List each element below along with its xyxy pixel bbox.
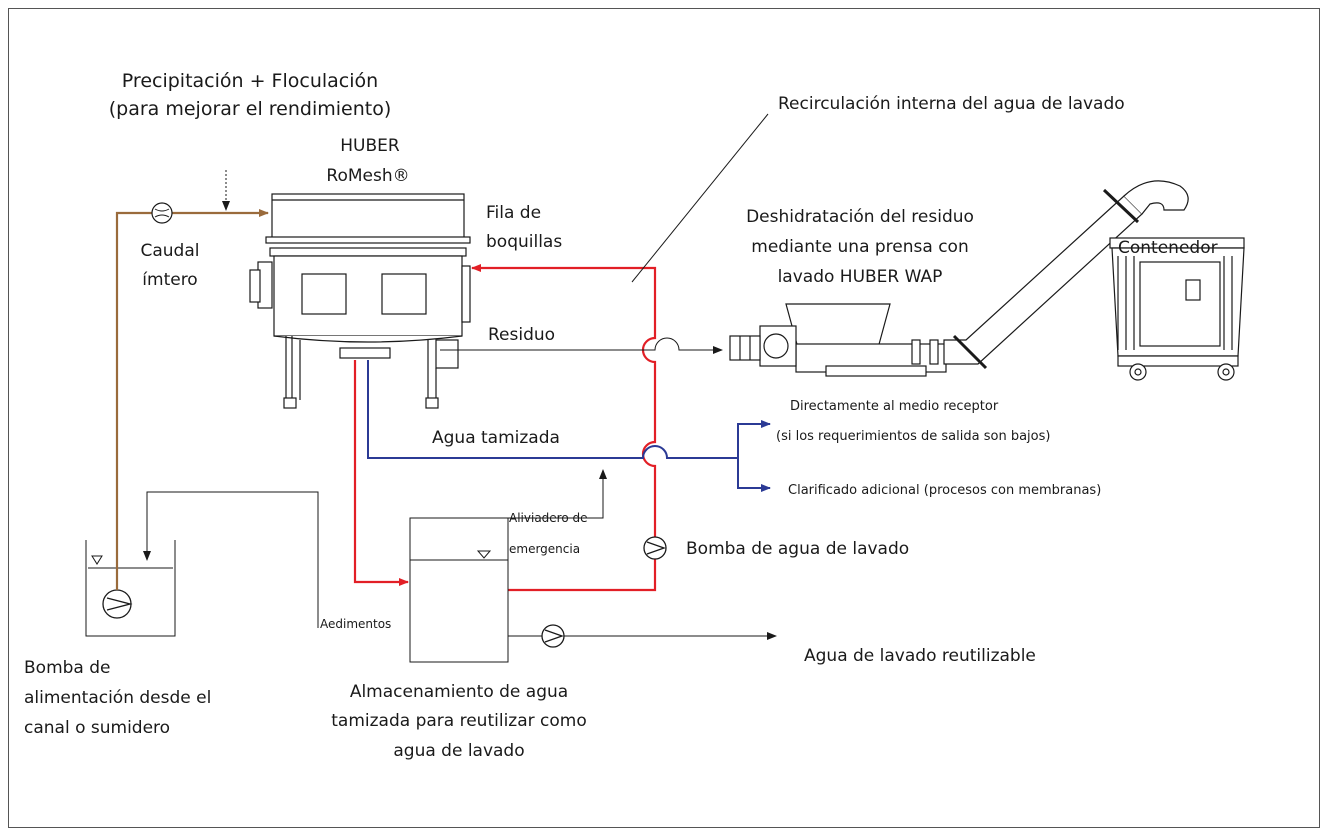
label-precipitation: Precipitación + Floculación bbox=[122, 70, 378, 92]
feed-sump bbox=[85, 540, 176, 637]
label-overflow-2: emergencia bbox=[509, 542, 580, 556]
label-clarified: Clarificado adicional (procesos con memb… bbox=[788, 483, 1101, 498]
label-recirculation: Recirculación interna del agua de lavado bbox=[778, 94, 1125, 114]
label-direct-1: Directamente al medio receptor bbox=[790, 399, 999, 414]
wash-drain-line bbox=[353, 360, 409, 586]
label-nozzle-row-1: Fila de bbox=[486, 203, 541, 223]
label-screened-water: Agua tamizada bbox=[432, 428, 560, 448]
label-storage-3: agua de lavado bbox=[393, 741, 524, 761]
screened-water-line bbox=[367, 360, 738, 459]
wash-water-line bbox=[471, 264, 657, 592]
label-precipitation-note: (para mejorar el rendimiento) bbox=[109, 98, 392, 120]
overflow-line bbox=[508, 469, 607, 519]
feed-pump-icon bbox=[102, 589, 133, 619]
label-feed-pump-2: alimentación desde el bbox=[24, 688, 211, 708]
label-nozzle-row-2: boquillas bbox=[486, 232, 562, 252]
return-line bbox=[143, 491, 319, 628]
screened-branch-down bbox=[737, 458, 771, 492]
label-sediments: Aedimentos bbox=[320, 617, 391, 631]
label-dewatering-2: mediante una prensa con bbox=[751, 237, 968, 257]
label-flow-1: Caudal bbox=[141, 241, 200, 261]
feed-line bbox=[115, 209, 269, 590]
label-storage-1: Almacenamiento de agua bbox=[350, 682, 568, 702]
container-icon bbox=[1109, 237, 1245, 381]
label-container: Contenedor bbox=[1118, 238, 1218, 258]
label-wash-pump: Bomba de agua de lavado bbox=[686, 539, 909, 559]
label-romesh-brand: HUBER bbox=[340, 136, 400, 156]
romesh-machine bbox=[249, 193, 471, 409]
conveyor-pipe bbox=[943, 180, 1189, 370]
label-dewatering-1: Deshidratación del residuo bbox=[746, 207, 974, 227]
label-direct-2: (si los requerimientos de salida son baj… bbox=[776, 429, 1050, 444]
label-flow-2: ímtero bbox=[142, 270, 197, 290]
reuse-pump-icon bbox=[541, 624, 565, 648]
wash-press bbox=[729, 303, 947, 377]
flowmeter-icon bbox=[151, 202, 173, 224]
label-overflow-1: Aliviadero de bbox=[509, 511, 588, 525]
residue-line bbox=[440, 337, 723, 354]
label-storage-2: tamizada para reutilizar como bbox=[331, 711, 586, 731]
wash-pump-icon bbox=[643, 536, 667, 560]
label-romesh-model: RoMesh® bbox=[326, 166, 409, 186]
label-feed-pump-1: Bomba de bbox=[24, 658, 111, 678]
label-residue: Residuo bbox=[488, 325, 555, 345]
storage-tank bbox=[409, 517, 509, 663]
label-reusable-water: Agua de lavado reutilizable bbox=[804, 646, 1036, 666]
screened-branch-up bbox=[737, 420, 771, 458]
recirc-leader bbox=[631, 113, 769, 283]
label-feed-pump-3: canal o sumidero bbox=[24, 718, 170, 738]
label-dewatering-3: lavado HUBER WAP bbox=[778, 267, 943, 287]
